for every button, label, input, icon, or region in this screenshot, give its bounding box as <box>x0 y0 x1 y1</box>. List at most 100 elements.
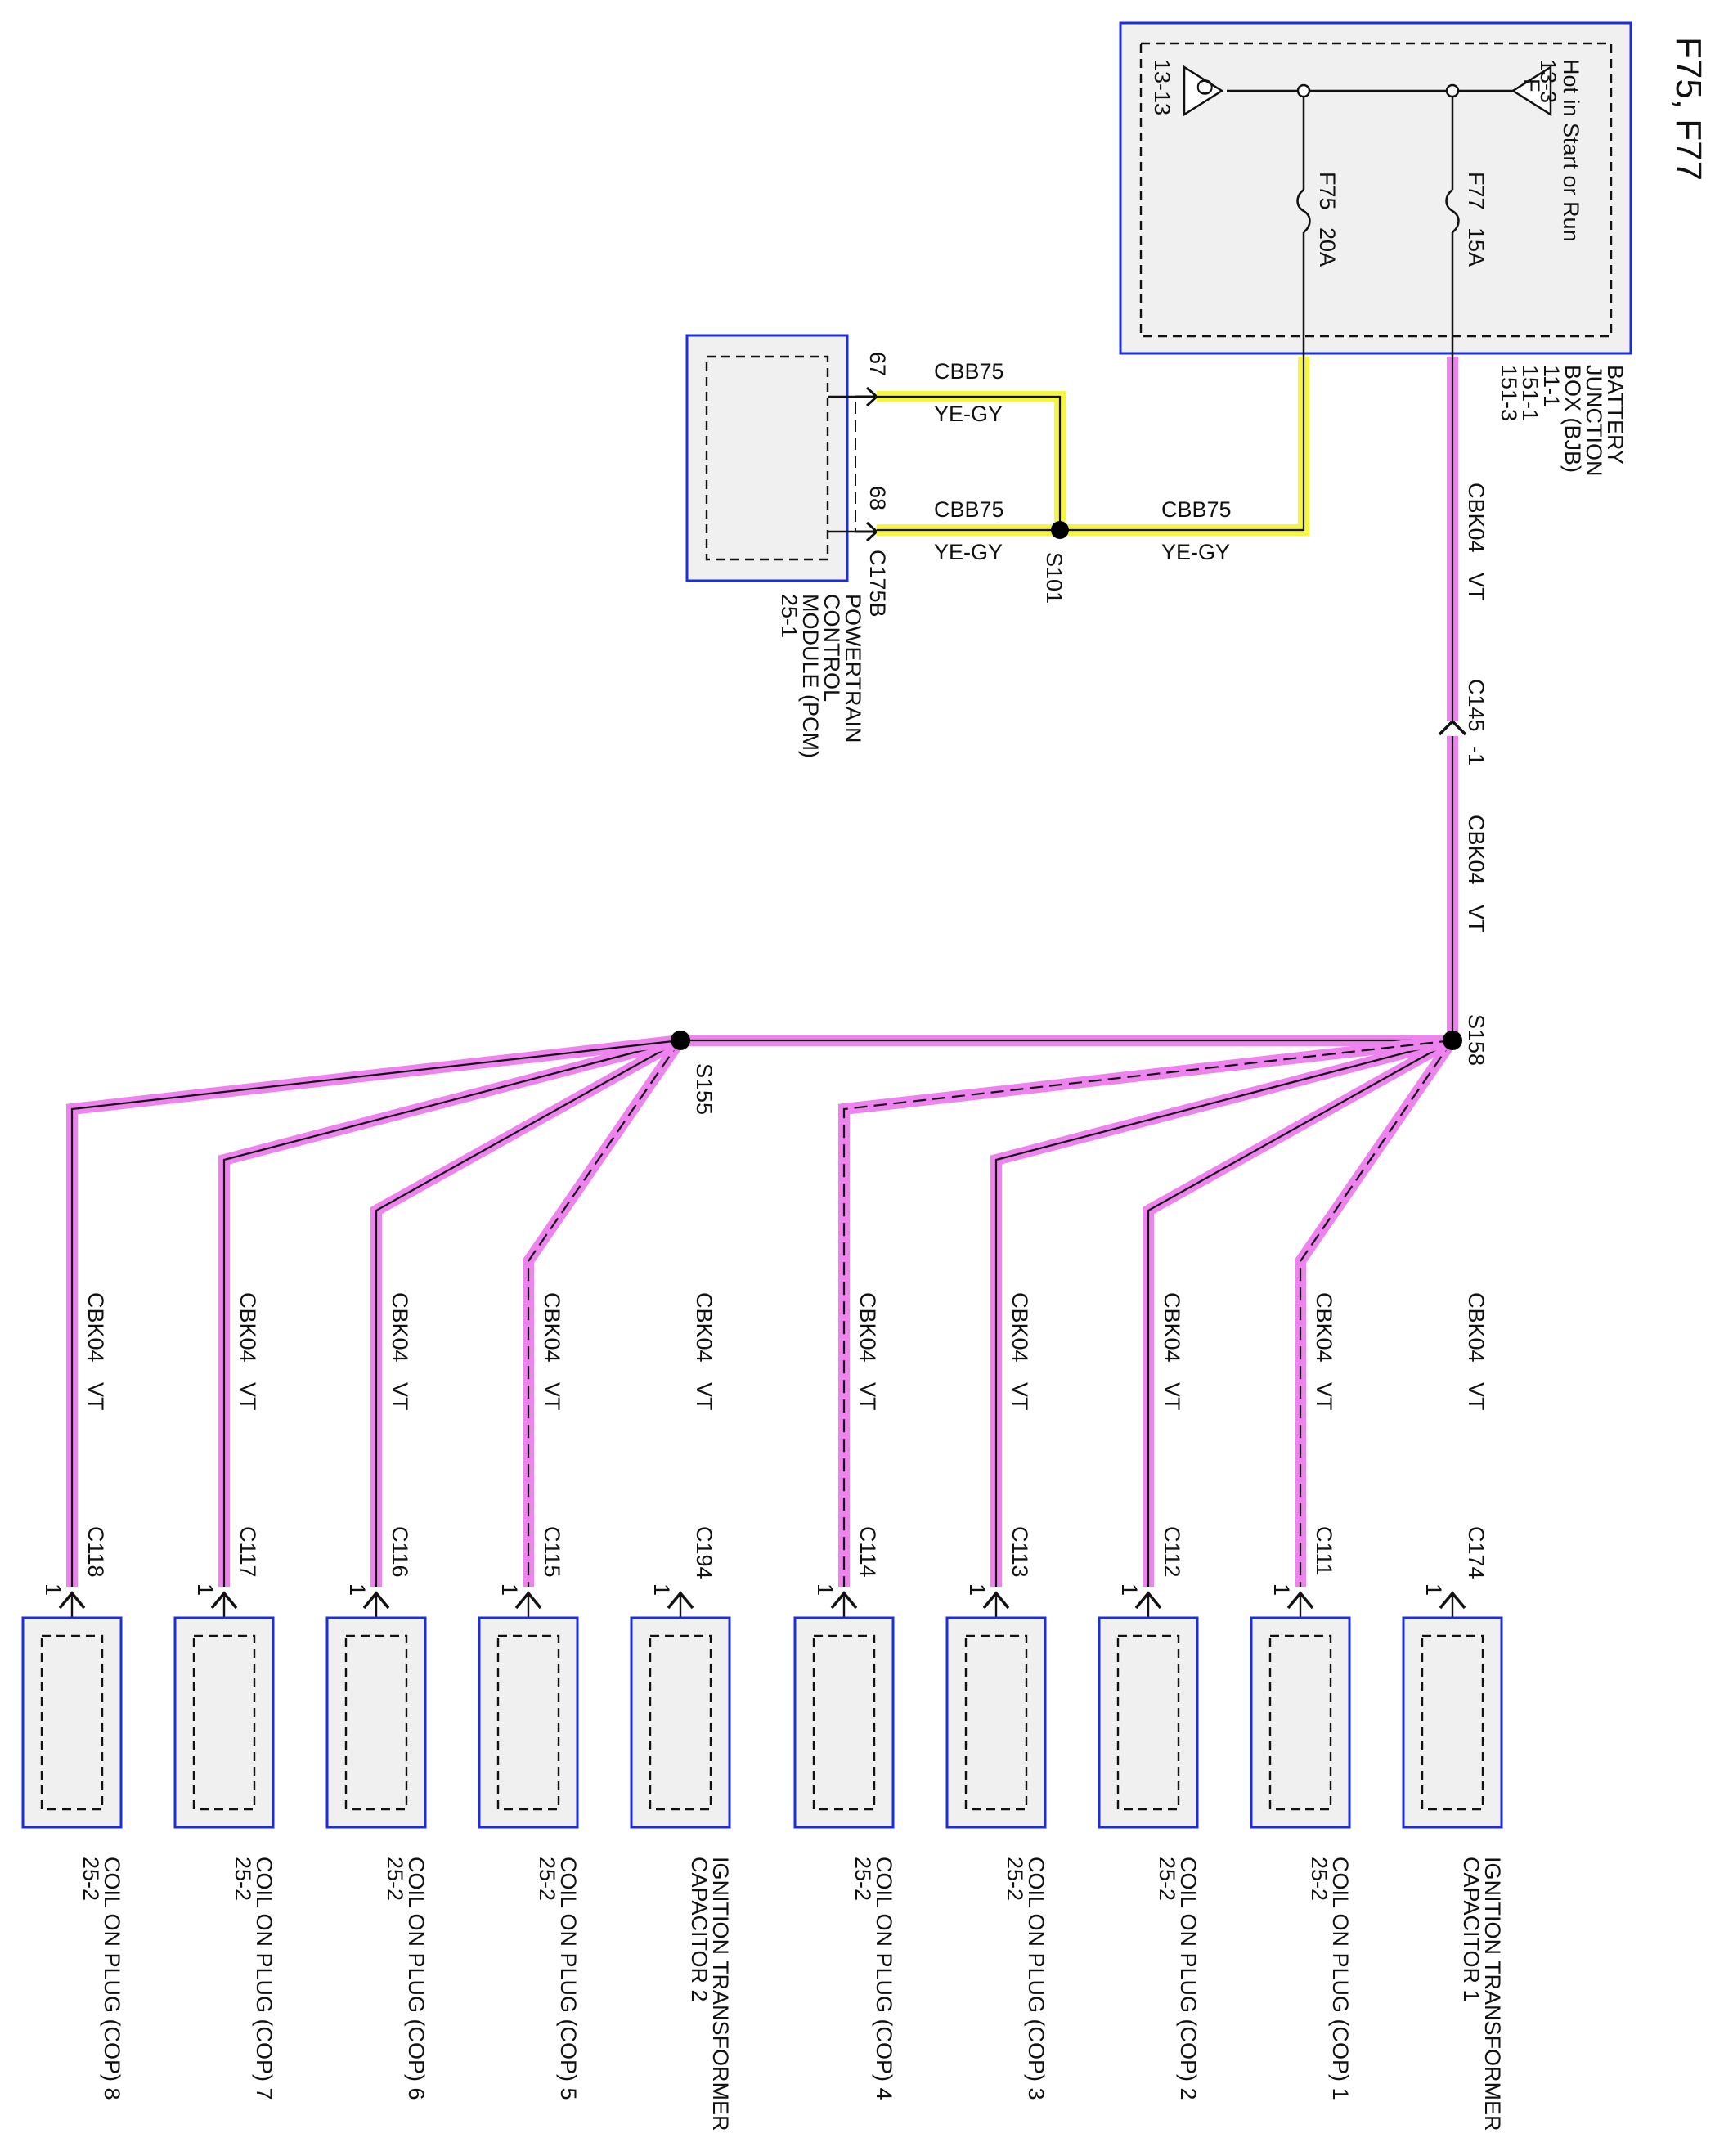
wire-color-label: VT <box>1464 1382 1488 1411</box>
module-inner <box>1421 1634 1484 1811</box>
svg-text:CONTROL: CONTROL <box>819 594 844 702</box>
ref-triangle-o-icon <box>1183 65 1224 117</box>
wire-circuit-label: CBK04 <box>1464 1292 1488 1363</box>
connector-label: C174 <box>1464 1526 1488 1579</box>
connector-label: C118 <box>83 1526 108 1578</box>
fuse-f77-icon <box>1445 189 1460 233</box>
wire-circuit-label: CBK04 <box>1160 1292 1184 1363</box>
module-name-line: COIL ON PLUG (COP) 5 <box>556 1857 581 2100</box>
pcm-pin-68-label: 68 <box>865 486 890 510</box>
connector-label: C113 <box>1008 1526 1032 1578</box>
connector-label: C116 <box>388 1526 412 1578</box>
splice-s155-icon <box>671 1031 690 1050</box>
bjb-name: BATTERY JUNCTION BOX (BJB) 11-1 151-1 15… <box>1497 365 1627 477</box>
diagram-title-text: F75, F77 <box>1668 37 1708 181</box>
ref-page-13-13: 13-13 <box>1150 59 1174 115</box>
svg-text:151-3: 151-3 <box>1497 365 1521 421</box>
wire-cbk04-to-c117 <box>218 1035 682 1587</box>
wire-color-label: VT <box>692 1382 716 1411</box>
pcm-pin-68-icon <box>855 521 879 542</box>
pin-label: 1 <box>965 1583 990 1596</box>
wire-circuit-label: CBK04 <box>1008 1292 1032 1363</box>
pin-label: 1 <box>345 1583 370 1596</box>
module-name-line: 25-2 <box>231 1857 255 1901</box>
module-name-line: 25-2 <box>535 1857 559 1901</box>
svg-text:25-1: 25-1 <box>777 594 801 638</box>
pin-label: 1 <box>41 1583 65 1596</box>
fuse-f77-rating: 15A <box>1464 227 1488 267</box>
wire-circuit-label: CBK04 <box>236 1292 260 1363</box>
ref-letter-o: O <box>1192 79 1217 96</box>
wire-cbk04-to-c115 <box>523 1037 685 1587</box>
splice-s158-icon <box>1443 1031 1462 1050</box>
wire-circuit-label: CBK04 <box>83 1292 108 1363</box>
wire-color-label: VT <box>855 1382 880 1411</box>
wire-cbb75-bjb-to-s101 <box>1060 357 1309 536</box>
module-name-line: COIL ON PLUG (COP) 3 <box>1024 1857 1048 2100</box>
c145-name-label: C145 <box>1464 679 1488 732</box>
c145-pin-label: -1 <box>1464 746 1488 766</box>
connector-label: C115 <box>540 1526 564 1578</box>
splice-s101-label: S101 <box>1042 552 1066 604</box>
cbb75-circuit-label-1: CBB75 <box>934 359 1004 384</box>
module-name-line: COIL ON PLUG (COP) 1 <box>1328 1857 1353 2100</box>
pin-label: 1 <box>193 1583 218 1596</box>
svg-text:11-1: 11-1 <box>1539 365 1564 407</box>
pcm-name: POWERTRAIN CONTROL MODULE (PCM) 25-1 <box>777 594 865 758</box>
fuse-f75-id: F75 <box>1315 172 1340 210</box>
fuse-f75-rating: 20A <box>1315 227 1340 267</box>
wire-color-label: VT <box>236 1382 260 1411</box>
wire-cbk04-to-c113 <box>990 1035 1454 1587</box>
pin-label: 1 <box>1421 1583 1446 1596</box>
connector-label: C114 <box>855 1526 880 1578</box>
module-name-line: COIL ON PLUG (COP) 7 <box>252 1857 276 2100</box>
fuse-f75-icon <box>1296 189 1311 233</box>
svg-text:JUNCTION: JUNCTION <box>1582 365 1606 477</box>
module-inner <box>192 1634 256 1811</box>
pin-label: 1 <box>497 1583 522 1596</box>
svg-text:BATTERY: BATTERY <box>1603 365 1627 465</box>
pin-label: 1 <box>813 1583 837 1596</box>
fuse-f77-id: F77 <box>1464 172 1488 210</box>
module-name-line: 25-2 <box>79 1857 103 1901</box>
module-name-line: 25-2 <box>383 1857 407 1901</box>
wire-color-label: VT <box>1160 1382 1184 1411</box>
wire-cbk04-to-c112 <box>1143 1035 1456 1587</box>
pcm-pin-67-icon <box>855 386 879 407</box>
pin-label: 1 <box>1117 1583 1142 1596</box>
cbb75-circuit-label-2: CBB75 <box>934 497 1004 522</box>
ref-letter-f: F <box>1520 79 1544 92</box>
pin-label: 1 <box>1269 1583 1294 1596</box>
module-name-line: COIL ON PLUG (COP) 8 <box>100 1857 124 2100</box>
module-name-line: COIL ON PLUG (COP) 4 <box>872 1857 896 2100</box>
wire-cbk04-to-c111 <box>1295 1037 1457 1587</box>
module-name-line: IGNITION TRANSFORMER <box>708 1857 733 2131</box>
wire-cbk04-to-c114 <box>838 1035 1453 1587</box>
module-name-line: 25-2 <box>1155 1857 1179 1901</box>
svg-text:BOX (BJB): BOX (BJB) <box>1560 365 1585 473</box>
wire-cbb75-s101-to-pcm67 <box>877 391 1066 530</box>
wire-color-label: VT <box>1008 1382 1032 1411</box>
splice-s101-icon <box>1051 521 1069 539</box>
module-inner <box>496 1634 560 1811</box>
module-inner <box>344 1634 408 1811</box>
connector-label: C111 <box>1312 1526 1336 1576</box>
pcm-pin-67-label: 67 <box>865 352 890 376</box>
hot-in-start-run-label: Hot in Start or Run <box>1559 59 1583 242</box>
wire-color-label: VT <box>388 1382 412 1411</box>
module-name-line: 25-2 <box>851 1857 875 1901</box>
wire-cbk04-to-c116 <box>370 1035 684 1587</box>
connector-label: C194 <box>692 1526 716 1579</box>
module-name-line: IGNITION TRANSFORMER <box>1480 1857 1505 2131</box>
module-name-line: CAPACITOR 2 <box>687 1857 712 2002</box>
cbk04-trunk-circuit-1: CBK04 <box>1464 483 1488 553</box>
pcm-inner-boundary <box>705 355 829 561</box>
